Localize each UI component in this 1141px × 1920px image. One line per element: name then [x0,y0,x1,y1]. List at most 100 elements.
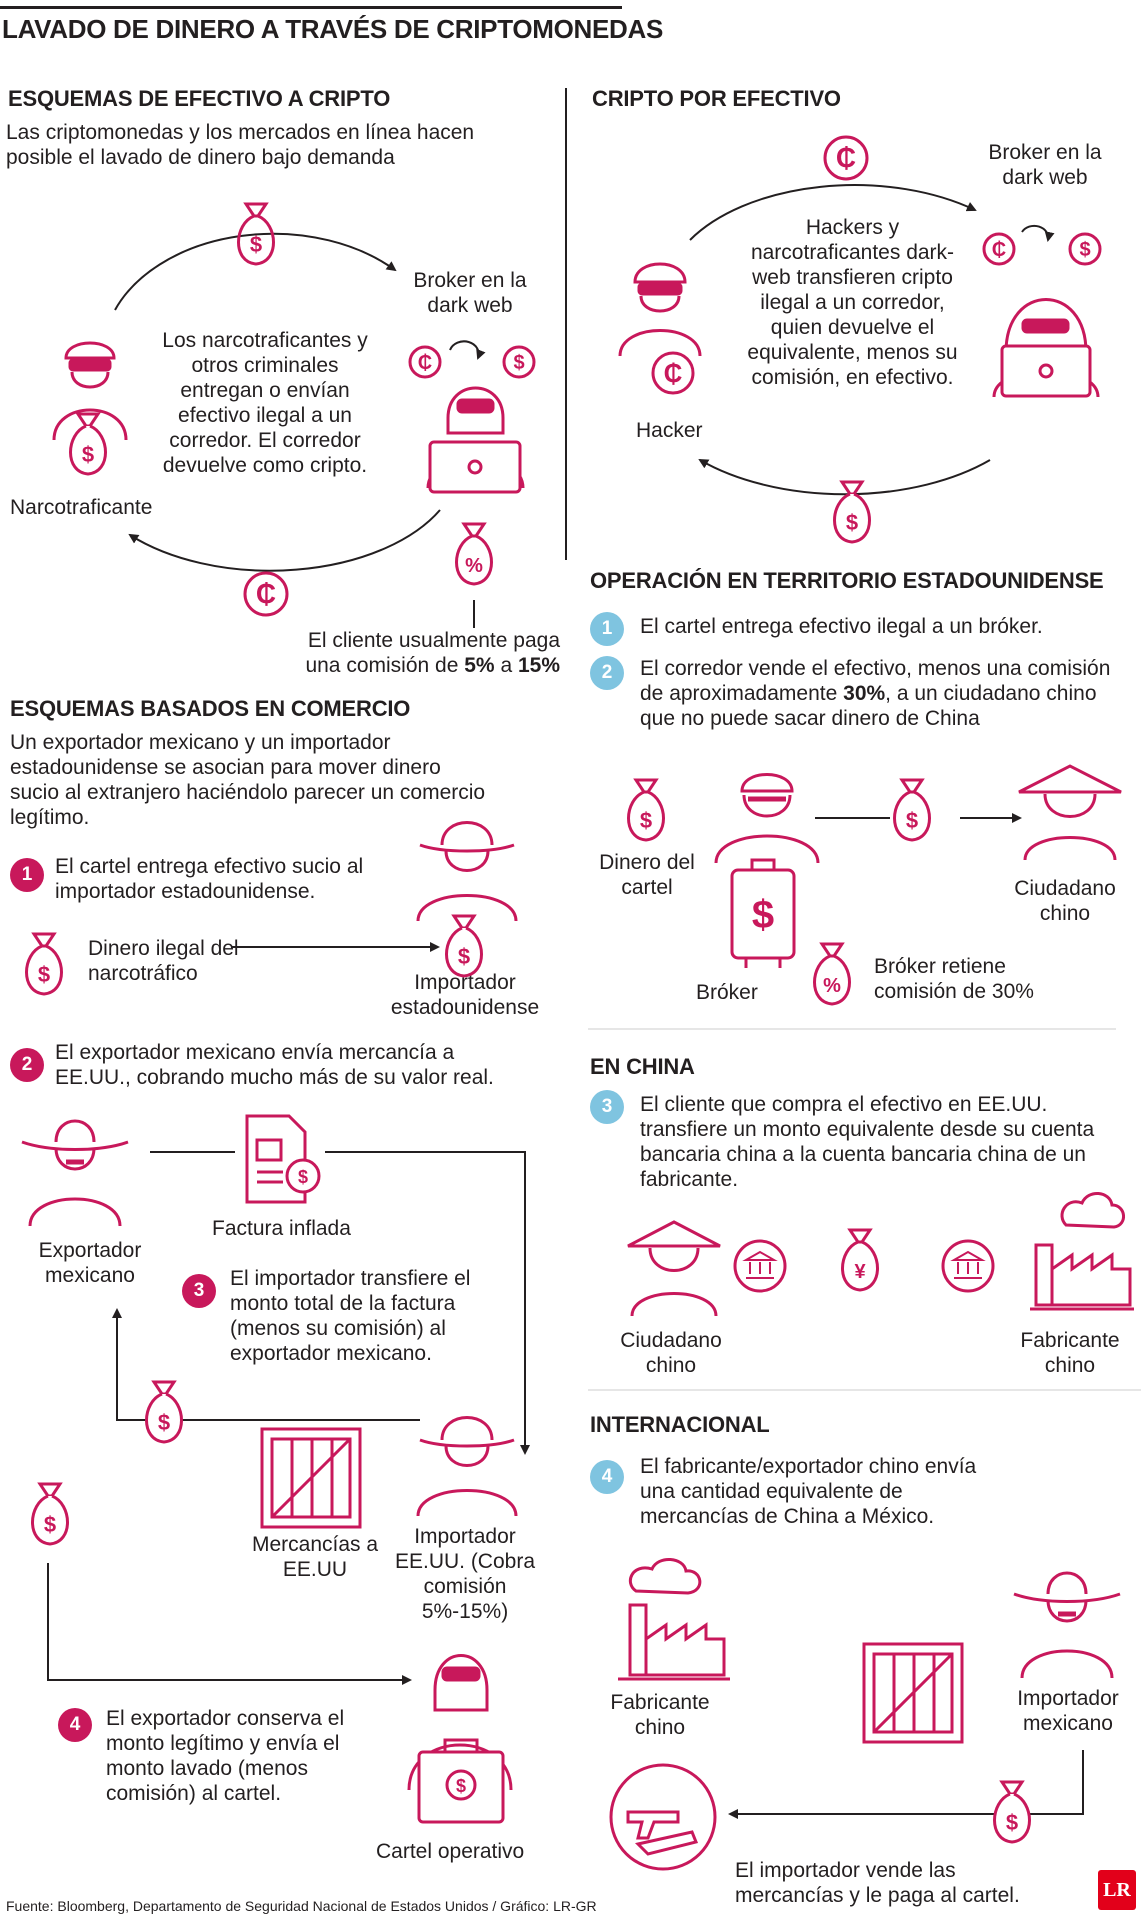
china-manufacturer-label: Fabricante chino [1020,1329,1120,1377]
money-bag-icon: $ [988,1778,1036,1848]
footer-source: Fuente: Bloomberg, Departamento de Segur… [6,1898,597,1914]
us-step-2-a: El corredor vende el efectivo, menos una… [640,657,1111,705]
us-step-2: El corredor vende el efectivo, menos una… [640,656,1130,731]
yuan-bag-icon: ¥ [836,1226,884,1296]
international-final: El importador vende las mercancías y le … [735,1859,1020,1907]
hooded-broker-laptop-icon [988,272,1103,402]
svg-text:$: $ [458,944,470,969]
money-bag-icon: $ [140,1378,188,1448]
trade-step-2: El exportador mexicano envía mercancía a… [55,1041,494,1089]
us-step-2-c: , a un ciudadano chino que no puede saca… [640,682,1097,730]
us-citizen-label: Ciudadano chino [1014,877,1116,925]
svg-text:$: $ [82,442,94,467]
hacker-label: Hacker [636,419,703,442]
factory-icon [1026,1185,1136,1315]
broker-label-right: Broker en la dark web [988,141,1102,189]
international-step-4: El fabricante/exportador chino envía una… [640,1455,977,1528]
money-bag-icon: $ [26,1480,74,1550]
svg-text:$: $ [752,893,774,937]
step-number-1: 1 [10,858,44,892]
crypto-coin-icon: ₵ [982,232,1016,266]
fee-join: a [500,654,513,677]
step-number-4: 4 [58,1708,92,1742]
money-bag-icon: $ [232,200,280,270]
step-number-3: 3 [182,1274,216,1308]
sombrero-importer-icon [1012,1562,1122,1682]
chinese-citizen-icon [624,1218,724,1318]
trade-step-3: El importador transfiere el monto total … [230,1267,471,1365]
crypto-coin-icon: ₵ [822,134,870,182]
fee-note-text: El cliente usualmente paga una comisión … [305,629,560,677]
money-bag-icon: $ [20,930,68,1000]
svg-text:$: $ [513,352,524,374]
svg-text:$: $ [906,808,918,833]
international-manufacturer-label: Fabricante chino [610,1691,710,1739]
invoice-icon: $ [243,1112,323,1207]
svg-text:$: $ [158,1410,170,1435]
suitcase-dollar-icon: $ [728,858,798,970]
trade-step-1: El cartel entrega efectivo sucio al impo… [55,855,364,903]
svg-text:₵: ₵ [256,578,276,609]
bank-icon [940,1238,996,1294]
fee-low: 5% [464,654,495,677]
svg-text:%: % [823,975,841,997]
trade-intro: Un exportador mexicano y un importador e… [10,731,486,829]
svg-text:%: % [465,555,483,577]
money-bag-icon: $ [888,776,936,846]
crypto-coin-icon: ₵ [242,570,290,618]
commission-bag-icon: % [808,940,856,1010]
svg-text:$: $ [456,1776,466,1796]
bank-icon [732,1238,788,1294]
svg-text:$: $ [1079,239,1090,261]
goods-crate-icon [860,1640,966,1746]
commission-label: Bróker retiene comisión de 30% [874,955,1034,1003]
money-bag-icon: $ [64,410,112,480]
step-number-1-blue: 1 [590,612,624,646]
step-number-3-blue: 3 [590,1090,624,1124]
crypto-coin-icon: ₵ [408,345,442,379]
sombrero-exporter-icon [20,1110,130,1230]
weapons-icon [608,1762,718,1872]
page-title: LAVADO DE DINERO A TRAVÉS DE CRIPTOMONED… [2,14,664,44]
cartel-label: Cartel operativo [376,1840,525,1863]
cartel-money-label: Dinero del cartel [599,851,695,899]
importer-cowboy-icon [412,1410,522,1520]
illegal-money-label: Dinero ilegal del narcotráfico [88,937,239,985]
svg-text:$: $ [44,1512,56,1537]
cash-to-crypto-intro: Las criptomonedas y los mercados en líne… [6,121,475,169]
dollar-coin-icon: $ [1068,232,1102,266]
hacker-icon [615,250,705,360]
broker-label-left: Broker en la dark web [413,269,527,317]
us-step-2-b: 30% [843,682,886,705]
section-heading-trade: ESQUEMAS BASADOS EN COMERCIO [10,696,411,721]
step-number-2-blue: 2 [590,656,624,690]
masked-broker-laptop-icon [408,378,543,498]
section-heading-us-operation: OPERACIÓN EN TERRITORIO ESTADOUNIDENSE [590,568,1104,593]
dollar-coin-icon: $ [502,345,536,379]
international-importer-label: Importador mexicano [1017,1687,1119,1735]
chinese-citizen-icon [1015,762,1125,862]
broker-person-icon [712,765,822,865]
section-heading-crypto-to-cash: CRIPTO POR EFECTIVO [592,86,841,111]
exporter-label: Exportador mexicano [38,1239,142,1287]
us-broker-label: Bróker [696,981,758,1004]
money-bag-icon: $ [440,912,488,982]
step-number-4-blue: 4 [590,1460,624,1494]
svg-text:$: $ [846,510,858,535]
trade-step-4: El exportador conserva el monto legítimo… [106,1707,345,1805]
masked-cartel-briefcase-icon: $ [405,1640,515,1830]
svg-text:₵: ₵ [836,142,856,173]
svg-text:₵: ₵ [664,358,683,388]
money-bag-icon: $ [828,478,876,548]
svg-text:¥: ¥ [854,1261,866,1283]
money-bag-icon: $ [622,776,670,846]
fee-note: El cliente usualmente paga una comisión … [270,628,560,678]
cash-to-crypto-description: Los narcotraficantes y otros criminales … [162,329,368,477]
china-step-3: El cliente que compra el efectivo en EE.… [640,1093,1095,1191]
svg-text:₵: ₵ [992,239,1006,261]
goods-crate-icon [258,1425,364,1531]
svg-text:$: $ [38,962,50,987]
us-step-1: El cartel entrega efectivo ilegal a un b… [640,615,1043,638]
svg-text:$: $ [1006,1810,1018,1835]
